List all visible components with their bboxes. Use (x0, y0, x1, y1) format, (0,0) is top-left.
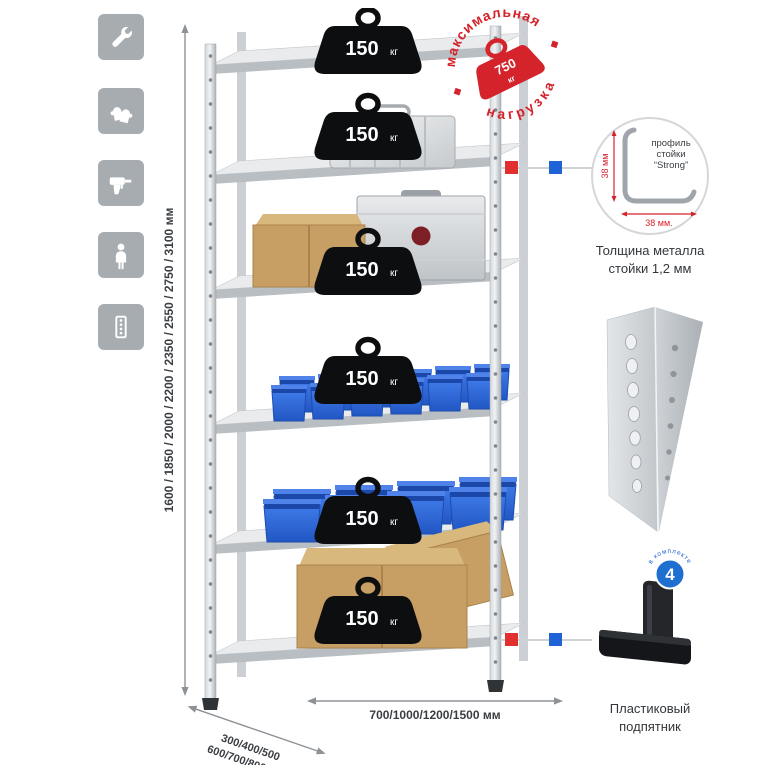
foot-caption-line1: Пластиковый (609, 701, 691, 716)
profile-label-3: “Strong” (654, 160, 688, 171)
rack-post-icon (98, 304, 144, 350)
profile-label-2: стойки (656, 149, 685, 160)
profile-dim-vertical: 38 мм (600, 154, 610, 179)
weight-badge: 150 кг (314, 340, 421, 405)
stamp-weight-icon: 750 кг (476, 38, 545, 100)
max-load-stamp: максимальная нагрузка 750 кг (440, 2, 567, 134)
badge-value: 150 (345, 259, 378, 281)
weight-badge: 150 кг (314, 231, 421, 296)
callout-marker-red-top (505, 161, 518, 174)
foot-caption-line2: подпятник (619, 718, 681, 734)
weight-badge: 150 кг (314, 480, 421, 545)
profile-dim-horizontal: 38 мм. (645, 218, 672, 228)
width-dimension-label: 700/1000/1200/1500 мм (369, 708, 501, 722)
plastic-foot-image (599, 580, 691, 665)
front-right-post (487, 25, 504, 692)
back-left-post (237, 32, 246, 677)
callout-marker-red-bottom (505, 633, 518, 646)
kit-count-badge: в комплекте 4 (647, 548, 692, 590)
gloves-icon (98, 88, 144, 134)
post-profile-detail: 38 мм 38 мм. профиль стойки “Strong” (591, 117, 709, 235)
height-dimension-line (181, 24, 189, 696)
callout-marker-blue-bottom (549, 633, 562, 646)
callout-line-bottom (500, 639, 592, 641)
badge-unit: кг (390, 268, 398, 279)
profile-cross-section (622, 127, 697, 204)
badge-value: 150 (345, 508, 378, 530)
badge-unit: кг (390, 617, 398, 628)
profile-caption: Толщина металла стойки 1,2 мм (578, 242, 722, 277)
person-icon (98, 232, 144, 278)
badge-unit: кг (390, 133, 398, 144)
weight-badge: 150 кг (314, 580, 421, 645)
badge-value: 150 (345, 608, 378, 630)
weight-badge: 150 кг (314, 96, 421, 161)
callout-line-top (500, 167, 592, 169)
width-dimension-line (307, 697, 563, 705)
front-left-post (202, 43, 219, 710)
callout-marker-blue-top (549, 161, 562, 174)
stamp-weight-unit: кг (506, 73, 517, 85)
weight-badge: 150 кг (314, 10, 421, 75)
profile-label-1: профиль (651, 138, 690, 149)
profile-caption-line1: Толщина металла (595, 243, 705, 258)
drill-icon (98, 160, 144, 206)
badge-unit: кг (390, 47, 398, 58)
back-right-post (519, 16, 528, 661)
stamp-star-right (550, 40, 559, 49)
shelving-rack: 150 кг 150 кг 150 кг 150 кг 150 кг 150 к… (202, 8, 528, 710)
badge-value: 150 (345, 38, 378, 60)
badge-unit: кг (390, 377, 398, 388)
profile-caption-line2: стойки 1,2 мм (608, 260, 692, 276)
badge-value: 150 (345, 124, 378, 146)
depth-dimension: 300/400/500 600/700/800 мм (172, 699, 330, 765)
kit-badge-value: 4 (665, 565, 675, 584)
foot-caption: Пластиковый подпятник (578, 700, 722, 735)
stamp-star-left (453, 87, 462, 96)
badge-unit: кг (390, 517, 398, 528)
wrench-icon (98, 14, 144, 60)
depth-dimension-line (187, 705, 326, 755)
badge-value: 150 (345, 368, 378, 390)
corner-post-image (606, 306, 703, 533)
